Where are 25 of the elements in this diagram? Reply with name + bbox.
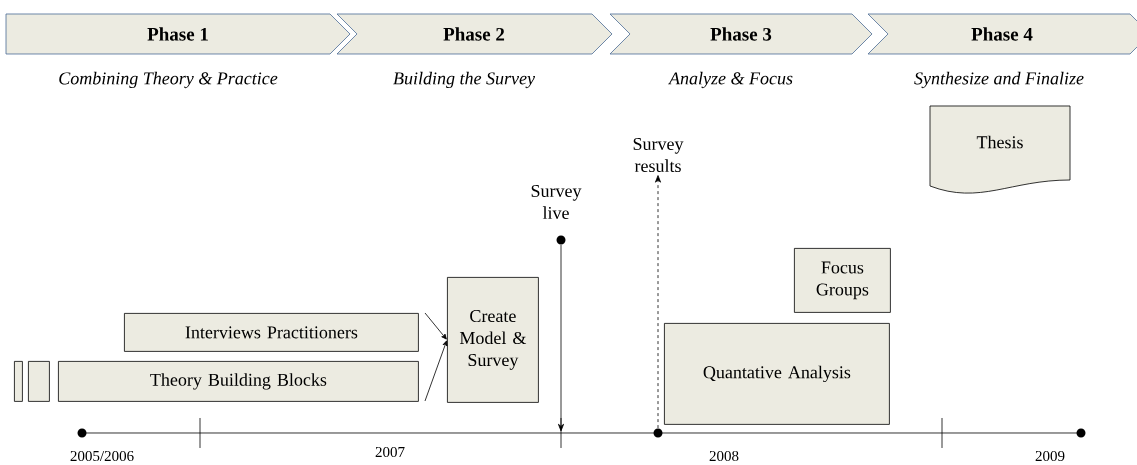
year-label: 2008: [709, 450, 739, 462]
activity-box: Focus Groups: [794, 248, 891, 313]
milestone-arrow: [655, 175, 661, 429]
year-label: 2009: [1035, 450, 1065, 462]
phase-subtitle: Building the Survey: [393, 71, 535, 89]
small-box: [14, 361, 23, 402]
phase-banner: Phase 3: [609, 13, 873, 55]
year-label: 2007: [375, 446, 405, 458]
chevron-arrow: [424, 312, 447, 340]
milestone-label: Survey live: [531, 184, 582, 220]
phase-subtitle: Analyze & Focus: [668, 71, 793, 89]
phase-banner: Phase 4: [867, 13, 1137, 55]
year-label: 2005/2006: [70, 450, 134, 462]
phase-banner: Phase 2: [336, 13, 613, 55]
milestone-arrow: [558, 244, 564, 432]
phase-banner: Phase 1: [5, 13, 351, 55]
chevron-arrow: [424, 340, 448, 402]
activity-box: Theory Building Blocks: [58, 361, 419, 402]
small-box: [28, 361, 50, 402]
phase-subtitle: Synthesize and Finalize: [914, 71, 1084, 89]
milestone-label: Survey results: [633, 137, 684, 173]
activity-box: Interviews Practitioners: [124, 313, 419, 352]
activity-box: Quantative Analysis: [664, 323, 890, 425]
activity-box: Create Model & Survey: [447, 277, 539, 403]
phase-subtitle: Combining Theory & Practice: [59, 71, 278, 89]
